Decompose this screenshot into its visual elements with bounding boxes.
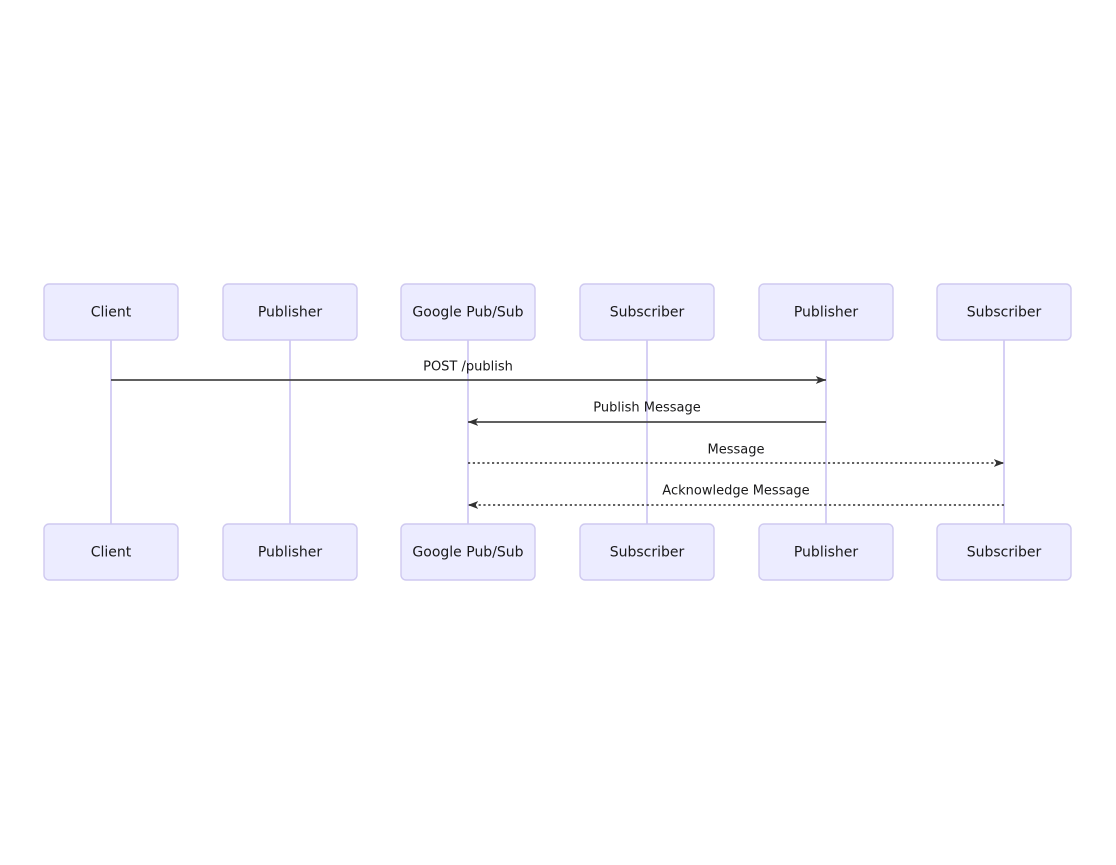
- actor-bottom-publisher_b[interactable]: Publisher: [758, 523, 894, 581]
- actor-label: Publisher: [794, 545, 859, 561]
- actor-top-subscriber_b[interactable]: Subscriber: [936, 283, 1072, 341]
- message-4[interactable]: Acknowledge Message: [467, 484, 1004, 509]
- actor-top-pubsub[interactable]: Google Pub/Sub: [400, 283, 536, 341]
- actor-top-publisher_b[interactable]: Publisher: [758, 283, 894, 341]
- message-1[interactable]: POST /publish: [111, 360, 827, 384]
- actor-bottom-client[interactable]: Client: [43, 523, 179, 581]
- actor-label: Client: [91, 545, 132, 561]
- actor-box-rect: [579, 523, 715, 581]
- actor-box-rect: [400, 283, 536, 341]
- actor-top-publisher_a[interactable]: Publisher: [222, 283, 358, 341]
- actor-label: Publisher: [258, 545, 323, 561]
- actor-bottom-subscriber_b[interactable]: Subscriber: [936, 523, 1072, 581]
- actor-label: Subscriber: [610, 305, 685, 321]
- actor-box-rect: [222, 523, 358, 581]
- actor-box-rect: [43, 283, 179, 341]
- message-label: POST /publish: [423, 360, 513, 375]
- message-label: Acknowledge Message: [662, 484, 809, 499]
- actor-box-rect: [936, 283, 1072, 341]
- actor-label: Publisher: [794, 305, 859, 321]
- actor-bottom-subscriber_a[interactable]: Subscriber: [579, 523, 715, 581]
- actor-label: Subscriber: [610, 545, 685, 561]
- actor-label: Publisher: [258, 305, 323, 321]
- actor-top-client[interactable]: Client: [43, 283, 179, 341]
- actor-label: Subscriber: [967, 305, 1042, 321]
- message-label: Publish Message: [593, 401, 700, 416]
- lifelines-group: [110, 340, 1005, 524]
- actor-box-rect: [579, 283, 715, 341]
- actor-box-rect: [400, 523, 536, 581]
- actor-label: Subscriber: [967, 545, 1042, 561]
- actor-label: Google Pub/Sub: [412, 305, 523, 321]
- actor-bottom-pubsub[interactable]: Google Pub/Sub: [400, 523, 536, 581]
- actor-box-rect: [936, 523, 1072, 581]
- actor-box-rect: [43, 523, 179, 581]
- message-label: Message: [708, 443, 765, 458]
- bottom-actor-boxes-group: Client Publisher Google Pub/Sub Subscriber P…: [43, 523, 1072, 581]
- actor-box-rect: [758, 523, 894, 581]
- actor-top-subscriber_a[interactable]: Subscriber: [579, 283, 715, 341]
- message-3[interactable]: Message: [468, 443, 1005, 467]
- message-2[interactable]: Publish Message: [467, 401, 826, 426]
- actor-label: Google Pub/Sub: [412, 545, 523, 561]
- top-actor-boxes-group: Client Publisher Google Pub/Sub Subscriber P…: [43, 283, 1072, 341]
- actor-box-rect: [758, 283, 894, 341]
- actor-box-rect: [222, 283, 358, 341]
- actor-bottom-publisher_a[interactable]: Publisher: [222, 523, 358, 581]
- actor-label: Client: [91, 305, 132, 321]
